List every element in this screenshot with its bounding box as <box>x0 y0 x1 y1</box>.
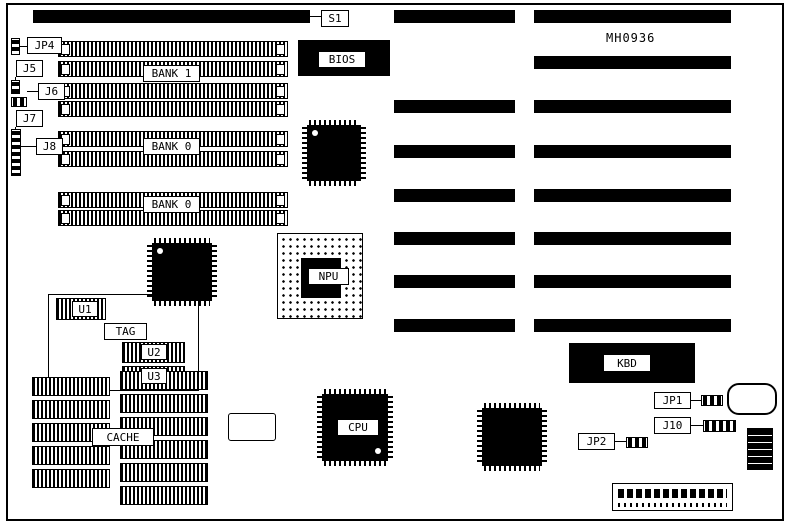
expansion-slot-bar <box>534 232 731 245</box>
power-pins <box>618 489 727 498</box>
cache-chip <box>120 486 208 505</box>
pin-row <box>324 389 386 394</box>
chip-body <box>482 408 542 466</box>
leader-line <box>20 46 27 47</box>
pin-row <box>154 238 210 243</box>
jp1-connector <box>701 395 723 406</box>
expansion-slot-bar <box>394 145 515 158</box>
label-kbd: KBD <box>603 354 651 372</box>
pin-row <box>388 396 393 459</box>
leader-line <box>691 400 701 401</box>
pin-row <box>154 301 210 306</box>
label-bank0-b: BANK 0 <box>143 196 200 213</box>
leader-line <box>615 441 626 442</box>
label-bios: BIOS <box>318 51 366 68</box>
cpu-chip: CPU <box>317 389 393 466</box>
label-jp2: JP2 <box>578 433 615 450</box>
leader-line <box>15 77 16 80</box>
pin-row <box>309 181 359 186</box>
expansion-slot-bar <box>534 10 731 23</box>
cache-chip <box>120 394 208 413</box>
expansion-slot-bar <box>394 232 515 245</box>
label-j6: J6 <box>38 83 65 100</box>
simm-socket <box>58 101 288 117</box>
io-qfp <box>477 403 547 471</box>
expansion-slot-bar <box>394 10 515 23</box>
power-connector <box>612 483 733 511</box>
expansion-slot-bar <box>534 56 731 69</box>
power-pin-ticks <box>618 503 727 507</box>
label-j5: J5 <box>16 60 43 77</box>
label-u2: U2 <box>141 344 167 360</box>
cache-chip <box>32 377 110 396</box>
cache-chip <box>32 469 110 488</box>
tag-sram-outline <box>48 294 199 391</box>
pin-row <box>484 403 540 408</box>
pin-row <box>477 410 482 464</box>
pin-row <box>309 120 359 125</box>
jp2-connector <box>626 437 648 448</box>
diagram-border <box>6 3 784 521</box>
label-cpu: CPU <box>337 419 379 436</box>
expansion-slot-bar <box>534 189 731 202</box>
pin-row <box>147 245 152 299</box>
battery-outline <box>727 383 777 415</box>
leader-line <box>15 127 16 129</box>
cache-chip <box>32 400 110 419</box>
label-jp1: JP1 <box>654 392 691 409</box>
pin-row <box>324 461 386 466</box>
expansion-slot-bar <box>534 100 731 113</box>
pin1-dot <box>157 248 163 254</box>
leader-line <box>27 91 38 92</box>
label-j8: J8 <box>36 138 63 155</box>
j10-connector <box>703 420 736 432</box>
npu-socket: NPU <box>277 233 363 319</box>
cache-chip <box>32 446 110 465</box>
board-part-number: MH0936 <box>606 31 656 45</box>
label-jp4: JP4 <box>27 37 62 54</box>
expansion-slot-bar <box>534 319 731 332</box>
chipset-qfp <box>302 120 366 186</box>
cache-chip <box>120 463 208 482</box>
pin1-dot <box>312 130 318 136</box>
pin-row <box>361 127 366 179</box>
label-bank0-a: BANK 0 <box>143 138 200 155</box>
logic-qfp <box>147 238 217 306</box>
expansion-slot-bar <box>534 275 731 288</box>
leader-line <box>21 146 36 147</box>
label-u3: U3 <box>141 368 167 384</box>
label-tag: TAG <box>104 323 147 340</box>
expansion-slot-bar <box>394 100 515 113</box>
pin-row <box>542 410 547 464</box>
j5-connector <box>11 80 20 94</box>
oscillator <box>228 413 276 441</box>
jp4-connector <box>11 38 20 55</box>
label-j7: J7 <box>16 110 43 127</box>
label-s1: S1 <box>321 10 349 27</box>
expansion-slot-bar <box>534 145 731 158</box>
label-npu: NPU <box>308 268 349 285</box>
s1-switch-bar <box>33 10 310 23</box>
leader-line <box>691 425 703 426</box>
expansion-slot-bar <box>394 319 515 332</box>
j7-j8-pin-header <box>11 129 21 176</box>
label-u1: U1 <box>72 301 98 317</box>
pin-row <box>302 127 307 179</box>
pin-row <box>317 396 322 459</box>
simm-socket <box>58 83 288 99</box>
keyboard-din-connector <box>747 428 773 470</box>
label-j10: J10 <box>654 417 691 434</box>
expansion-slot-bar <box>394 275 515 288</box>
pin-row <box>484 466 540 471</box>
j6-connector <box>11 97 27 107</box>
leader-line <box>310 16 321 17</box>
label-bank1: BANK 1 <box>143 65 200 82</box>
expansion-slot-bar <box>394 189 515 202</box>
simm-socket <box>58 41 288 57</box>
pin1-dot <box>375 448 381 454</box>
pin-row <box>212 245 217 299</box>
label-cache: CACHE <box>92 428 154 446</box>
